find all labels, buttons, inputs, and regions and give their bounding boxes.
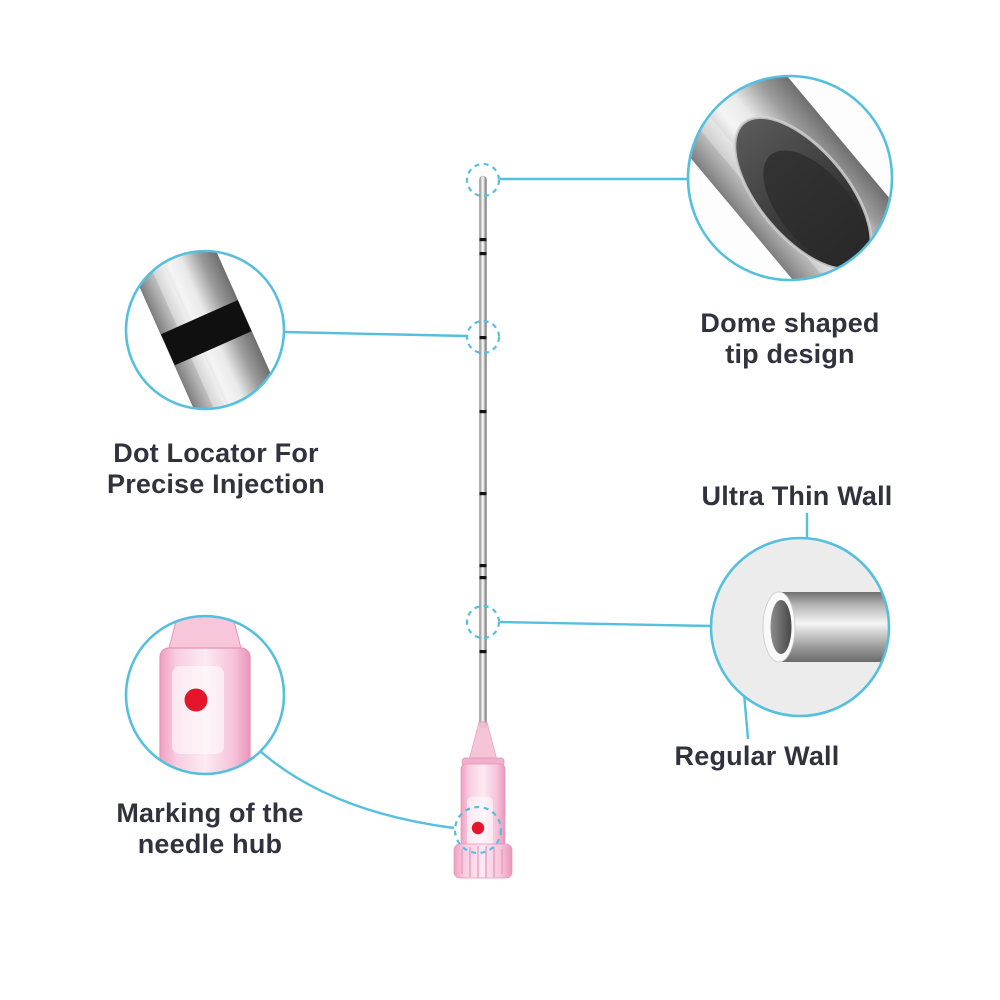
zoom-dot-outline xyxy=(124,249,286,411)
dot-locator-label: Dot Locator For Precise Injection xyxy=(107,438,325,500)
marker-tip xyxy=(465,162,501,198)
zoom-hub-marking xyxy=(124,614,286,776)
wall-tube-body xyxy=(778,592,889,662)
connector-dot-locator xyxy=(283,330,468,338)
marker-wall xyxy=(465,604,501,640)
connector-wall xyxy=(499,620,712,628)
hub-base xyxy=(453,843,513,879)
hub-label-panel xyxy=(467,797,493,847)
zoom-dome-outline xyxy=(686,74,894,282)
marker-dot-locator xyxy=(465,319,501,355)
zoom-wall xyxy=(709,536,891,718)
ultra-thin-wall-label: Ultra Thin Wall xyxy=(701,481,893,511)
regular-wall-label: Regular Wall xyxy=(674,741,840,771)
hub-zoom-red-dot xyxy=(184,688,208,712)
needle-illustration xyxy=(453,175,513,879)
zoom-wall-outline xyxy=(709,536,891,718)
zoom-wall-content xyxy=(762,591,889,663)
hub-red-dot xyxy=(471,821,485,835)
hub-marking-label: Marking of the needle hub xyxy=(116,798,304,860)
needle-hub xyxy=(453,721,513,879)
connector-hub xyxy=(259,750,455,830)
zoom-hub-content xyxy=(159,616,251,774)
dome-tip-label: Dome shaped tip design xyxy=(700,308,880,370)
dashed-zoom-markers xyxy=(453,162,503,855)
black-dot-band xyxy=(160,300,252,366)
hub-zoom-cone xyxy=(167,616,243,653)
needle-shaft xyxy=(479,175,487,729)
hub-cone xyxy=(468,721,498,761)
needle-depth-marks xyxy=(479,238,487,654)
wall-lumen xyxy=(770,600,792,654)
zoom-hub-outline xyxy=(124,614,286,776)
dome-tip-opening-shadow xyxy=(763,150,869,267)
marker-hub xyxy=(453,805,503,855)
hub-base-ribs xyxy=(461,846,503,878)
